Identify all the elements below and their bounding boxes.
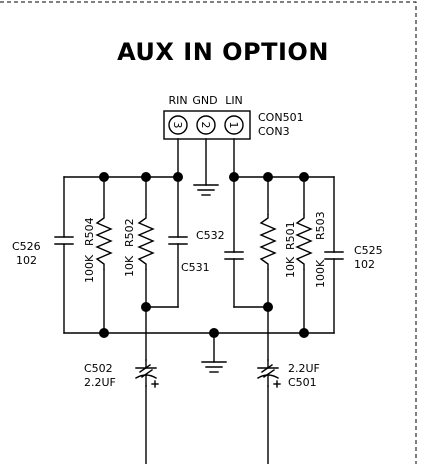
pin-number-1: 1 — [227, 122, 240, 129]
c525-ref: C525 — [354, 244, 383, 257]
c532-ref: C532 — [196, 229, 225, 242]
junction-dot — [263, 302, 273, 312]
r501-ref: R501 — [284, 221, 297, 250]
c531-ref: C531 — [181, 261, 210, 274]
pin-label-rin: RIN — [168, 94, 187, 107]
resistor-r503: R503 100K — [295, 211, 327, 288]
resistor-r501: R501 10K — [259, 214, 297, 278]
wiring — [63, 138, 335, 464]
junction-dot — [99, 172, 109, 182]
junction-dot — [229, 172, 239, 182]
r503-ref: R503 — [314, 211, 327, 240]
capacitor-c502: C502 2.2UF — [84, 359, 159, 389]
junction-dot — [141, 302, 151, 312]
c502-value: 2.2UF — [84, 376, 116, 389]
r501-value: 10K — [284, 256, 297, 278]
c526-value: 102 — [16, 254, 37, 267]
connector-pin-1 — [224, 115, 244, 135]
pin-number-3: 3 — [171, 122, 184, 129]
r504-value: 100K — [83, 254, 96, 283]
junction-dot — [299, 172, 309, 182]
junction-dot — [299, 328, 309, 338]
capacitor-c532: C532 — [196, 229, 244, 260]
pin-label-lin: LIN — [225, 94, 243, 107]
r502-value: 10K — [123, 255, 136, 277]
junction-dots — [99, 172, 309, 338]
c501-value: 2.2UF — [288, 362, 320, 375]
capacitor-c531: C531 — [168, 236, 210, 274]
diagram-title: AUX IN OPTION — [117, 38, 329, 66]
c501-ref: C501 — [288, 376, 317, 389]
pin-number-2: 2 — [199, 122, 212, 129]
connector-ref: CON501 — [258, 111, 304, 124]
pin-label-gnd: GND — [192, 94, 217, 107]
junction-dot — [99, 328, 109, 338]
c525-value: 102 — [354, 258, 375, 271]
junction-dot — [209, 328, 219, 338]
resistor-r504: 100K R504 — [83, 214, 113, 283]
junction-dot — [173, 172, 183, 182]
connector-pin-2 — [196, 115, 216, 135]
resistor-r502: 10K R502 — [123, 214, 155, 277]
r504-ref: R504 — [83, 217, 96, 246]
c502-ref: C502 — [84, 362, 113, 375]
capacitor-c526: C526 102 — [12, 236, 74, 267]
connector-pin-3 — [168, 115, 188, 135]
r502-ref: R502 — [123, 218, 136, 247]
ground-symbol-bottom — [201, 361, 227, 373]
junction-dot — [141, 172, 151, 182]
capacitor-c525: C525 102 — [324, 244, 383, 271]
connector-type: CON3 — [258, 125, 290, 138]
connector-con501: RIN GND LIN 3 2 1 CON501 CON3 — [163, 94, 304, 140]
ground-symbol-connector — [193, 184, 219, 196]
capacitor-c501: 2.2UF C501 — [257, 359, 320, 389]
r503-value: 100K — [314, 259, 327, 288]
connector-body — [163, 110, 251, 140]
junction-dot — [263, 172, 273, 182]
c526-ref: C526 — [12, 240, 41, 253]
